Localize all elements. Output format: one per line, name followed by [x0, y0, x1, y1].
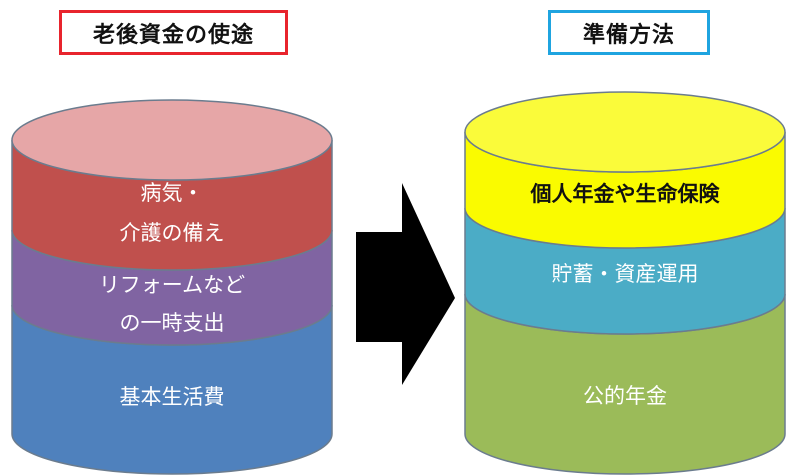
right-band-3-line-1: 公的年金 [583, 384, 667, 408]
right-band-1-line-1: 個人年金や生命保険 [530, 182, 721, 206]
left-band-3-line-1: 基本生活費 [120, 385, 225, 409]
right-arrow-icon [356, 183, 455, 385]
left-band-1-line-2: 介護の備え [120, 221, 225, 245]
left-top-face [11, 99, 333, 181]
right-band-2-line-1: 貯蓄・資産運用 [552, 262, 699, 286]
right-cylinder: 個人年金や生命保険 貯蓄・資産運用 公的年金 [464, 91, 786, 475]
left-band-2-line-1: リフォームなど [99, 273, 245, 297]
left-band-2-line-2: の一時支出 [120, 311, 225, 335]
right-title: 準備方法 [548, 10, 710, 55]
left-band-1-line-1: 病気・ [141, 181, 204, 205]
right-top-face [464, 91, 786, 173]
left-cylinder: 病気・ 介護の備え リフォームなど の一時支出 基本生活費 [11, 99, 333, 475]
left-title: 老後資金の使途 [59, 10, 288, 55]
